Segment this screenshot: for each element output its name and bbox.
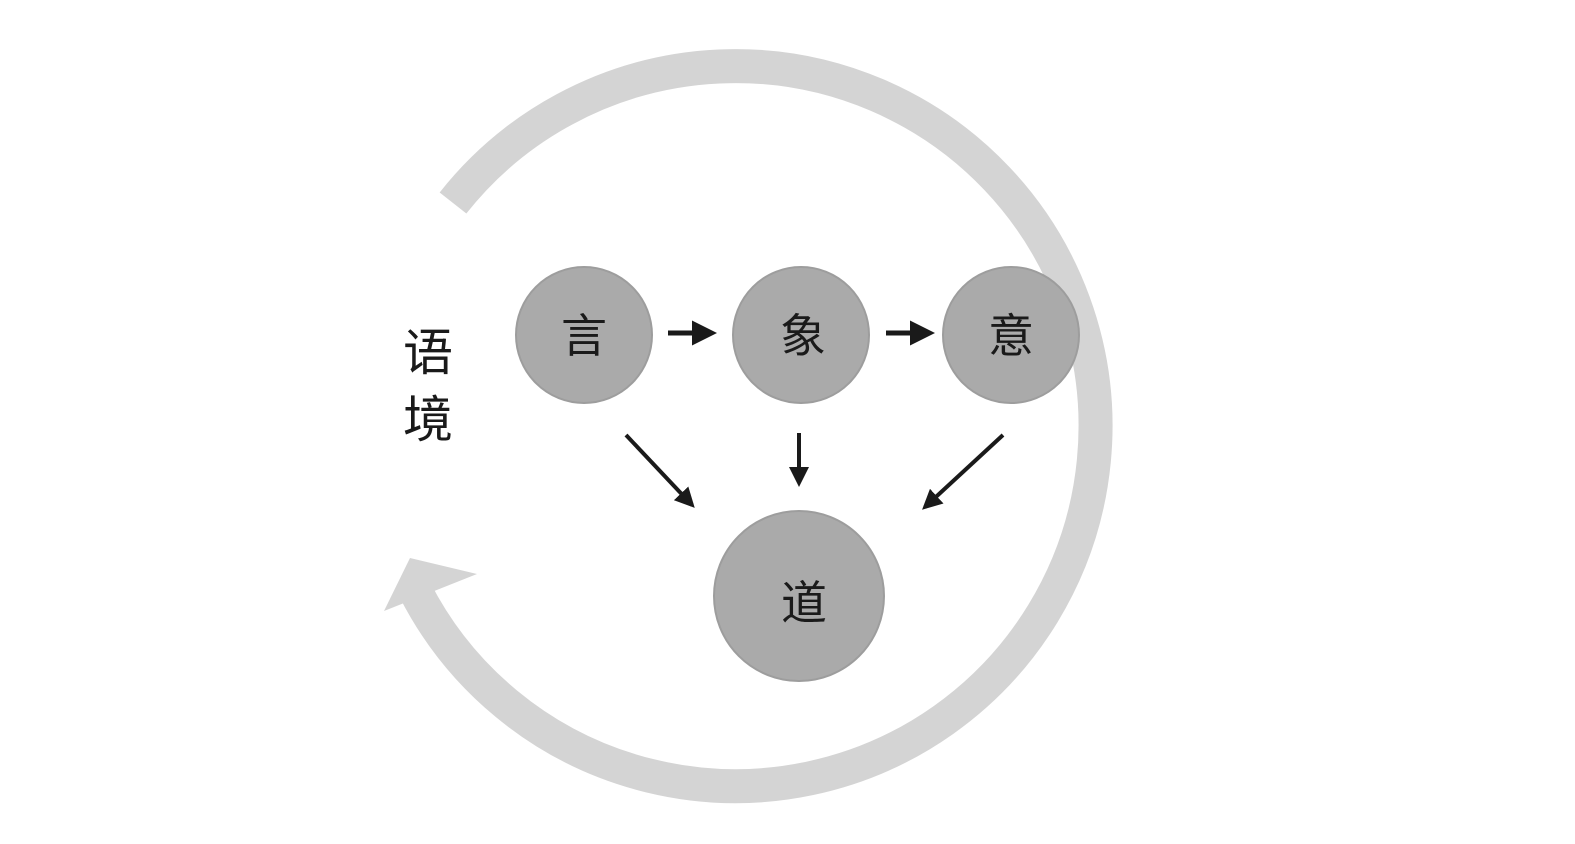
cycle-ring xyxy=(399,49,1113,804)
arrow-yan-to-dao xyxy=(624,433,695,508)
cycle-arrowhead xyxy=(384,558,477,611)
node-xiang: 象 xyxy=(732,266,870,404)
node-dao-label: 道 xyxy=(781,576,827,630)
node-yan-label: 言 xyxy=(561,309,607,363)
node-xiang-label: 象 xyxy=(780,309,826,363)
node-yan: 言 xyxy=(515,266,653,404)
node-dao-circle xyxy=(713,510,885,682)
context-label-char-1: 语 xyxy=(403,324,453,382)
context-label-char-2: 境 xyxy=(403,391,453,449)
context-cycle-arrow xyxy=(384,49,1113,804)
context-label: 语 境 xyxy=(403,324,453,449)
node-xiang-circle xyxy=(732,266,870,404)
arrow-yi-to-dao xyxy=(922,433,1005,510)
node-yan-circle xyxy=(515,266,653,404)
node-yi-circle xyxy=(942,266,1080,404)
node-dao: 道 xyxy=(713,510,885,682)
node-yi: 意 xyxy=(942,266,1080,404)
node-yi-label: 意 xyxy=(988,309,1034,363)
